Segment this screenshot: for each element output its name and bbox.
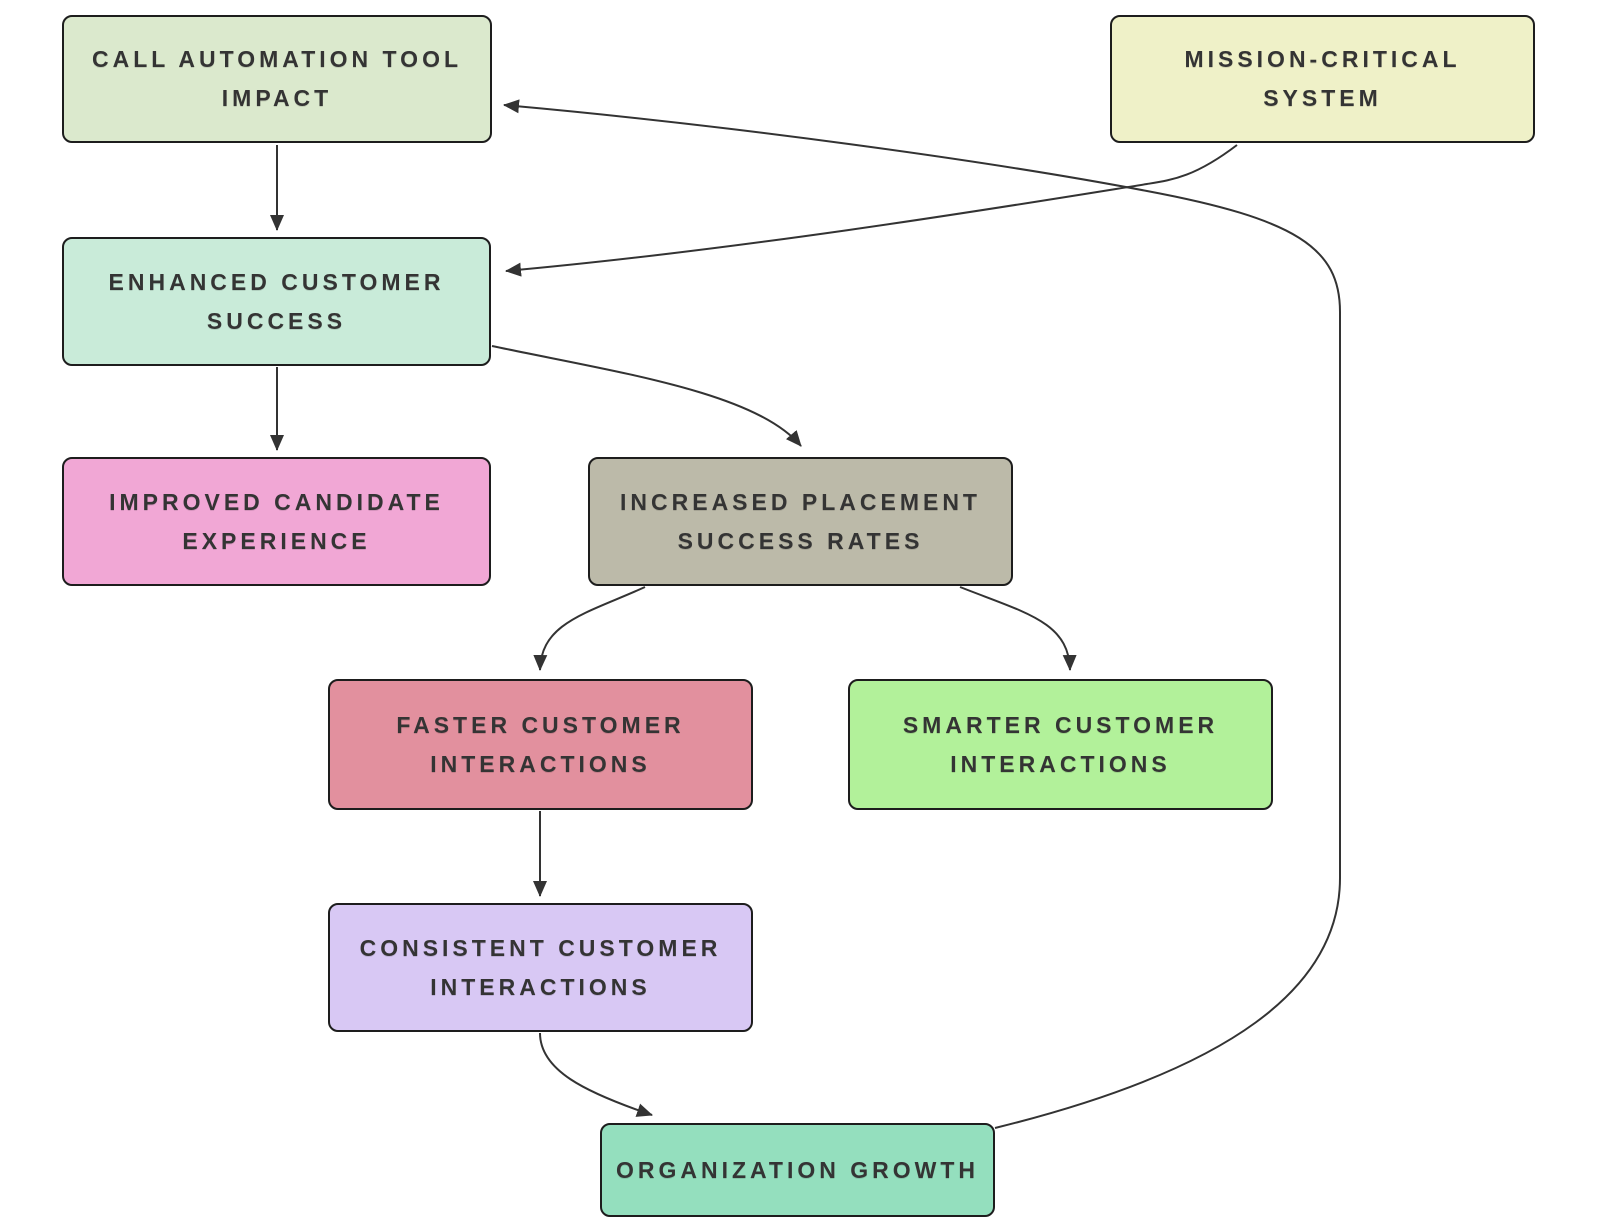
edge-enhanced-customer-success-to-increased-placement-success-rates <box>491 345 802 447</box>
node-enhanced-customer-success: ENHANCED CUSTOMER SUCCESS <box>62 237 491 366</box>
node-label-line: ENHANCED CUSTOMER <box>108 268 445 295</box>
node-label-line: ORGANIZATION GROWTH <box>615 1156 980 1183</box>
node-label-line: IMPROVED CANDIDATE <box>109 488 444 515</box>
node-label-line: INCREASED PLACEMENT <box>620 488 981 515</box>
node-label-line: INTERACTIONS <box>430 750 651 777</box>
node-improved-candidate-experience: IMPROVED CANDIDATE EXPERIENCE <box>62 457 491 586</box>
node-smarter-customer-interactions: SMARTER CUSTOMER INTERACTIONS <box>848 679 1273 810</box>
node-call-automation-tool-impact: CALL AUTOMATION TOOL IMPACT <box>62 15 492 143</box>
node-label-line: INTERACTIONS <box>950 750 1171 777</box>
node-label-line: FASTER CUSTOMER <box>396 711 685 738</box>
node-label-line: MISSION-CRITICAL <box>1184 46 1461 72</box>
node-label-line: SUCCESS <box>206 307 347 334</box>
node-label-line: CALL AUTOMATION TOOL <box>91 46 463 72</box>
node-faster-customer-interactions: FASTER CUSTOMER INTERACTIONS <box>328 679 753 810</box>
edge-organization-growth-to-call-automation <box>503 99 1341 1129</box>
edge-consistent-to-organization-growth <box>539 1032 653 1117</box>
node-organization-growth: ORGANIZATION GROWTH <box>600 1123 995 1217</box>
node-label-line: INTERACTIONS <box>430 973 651 1000</box>
node-consistent-customer-interactions: CONSISTENT CUSTOMER INTERACTIONS <box>328 903 753 1032</box>
node-label-line: SUCCESS RATES <box>677 527 924 554</box>
edge-increased-placement-to-smarter-customer-interactions <box>959 586 1077 671</box>
node-increased-placement-success-rates: INCREASED PLACEMENT SUCCESS RATES <box>588 457 1013 586</box>
edge-mission-critical-to-enhanced-customer-success <box>505 144 1238 277</box>
edge-increased-placement-to-faster-customer-interactions <box>533 586 646 671</box>
node-label-line: SYSTEM <box>1263 85 1382 111</box>
node-label-line: SMARTER CUSTOMER <box>902 711 1219 738</box>
node-label-line: IMPACT <box>221 85 333 111</box>
node-label-line: CONSISTENT CUSTOMER <box>359 934 722 961</box>
node-mission-critical-system: MISSION-CRITICAL SYSTEM <box>1110 15 1535 143</box>
node-label-line: EXPERIENCE <box>182 527 371 554</box>
